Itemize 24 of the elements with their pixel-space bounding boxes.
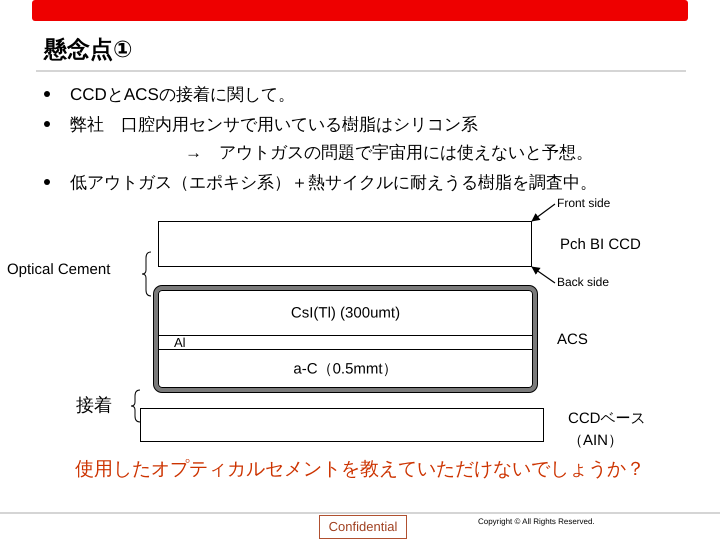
question-text: 使用したオプティカルセメントを教えていただけないでしょうか？ <box>75 458 645 482</box>
layer-text: Al <box>174 336 186 349</box>
plate-box <box>158 221 532 267</box>
bullet-text: → アウトガスの問題で宇宙用には使えないと予想。 <box>185 142 593 164</box>
bullet-text: 弊社 口腔内用センサで用いている樹脂はシリコン系 <box>70 114 478 136</box>
layer-text: CsI(Tl) (300umt) <box>290 304 402 321</box>
part-label: Pch BI CCD <box>560 235 642 255</box>
side-label-text: Front side <box>557 196 610 210</box>
layered-plate <box>154 286 537 392</box>
part-label: CCDベース（AIN） <box>568 409 646 451</box>
part-label: ACS <box>557 330 589 350</box>
copyright-text: Copyright © All Rights Reserved. <box>478 517 595 526</box>
confidential-stamp: Confidential <box>319 515 407 539</box>
leader-arrow <box>531 204 556 222</box>
layer-band <box>158 335 533 350</box>
bullet-text: 低アウトガス（エポキシ系）＋熱サイクルに耐えうる樹脂を調査中。 <box>70 172 597 194</box>
leader-arrow <box>531 266 556 284</box>
slide-title: 懸念点① <box>44 35 132 64</box>
layer-text: a-C（0.5mmt） <box>292 360 399 378</box>
bullet-text: CCDとACSの接着に関して。 <box>70 84 295 106</box>
plate-box <box>140 408 544 442</box>
layer-label: Optical Cement <box>7 261 110 278</box>
side-label-text: Back side <box>557 275 610 289</box>
layer-label: 接着 <box>76 394 112 417</box>
